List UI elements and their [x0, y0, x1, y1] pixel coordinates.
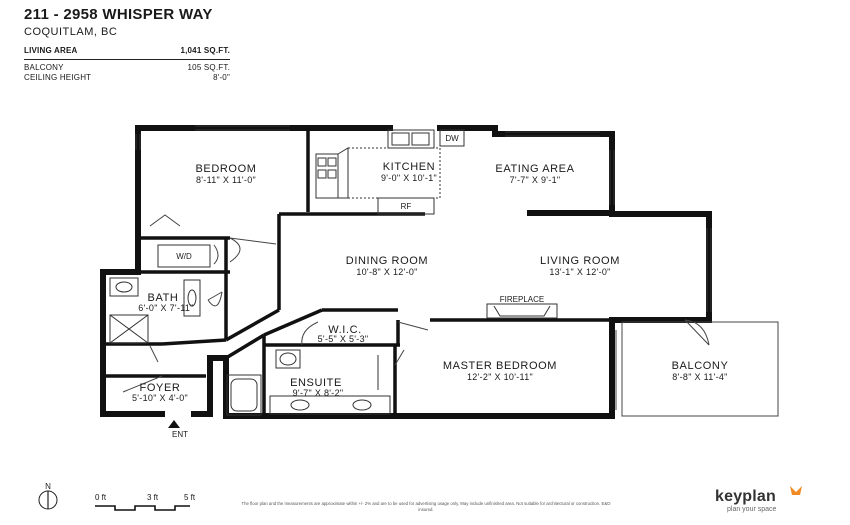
ensuite-name: ENSUITE — [290, 377, 342, 389]
stat-label: CEILING HEIGHT — [24, 73, 92, 82]
bedroom-name: BEDROOM — [195, 163, 256, 175]
wic-name: W.I.C. — [328, 324, 362, 336]
property-city: COQUITLAM, BC — [24, 26, 118, 38]
kitchen-dims: 9'-0" X 10'-1" — [381, 173, 437, 183]
foyer-name: FOYER — [140, 382, 181, 394]
dining-room-name: DINING ROOM — [346, 255, 428, 267]
brand-name: keyplan — [715, 488, 776, 505]
master-bedroom-dims: 12'-2" X 10'-11" — [467, 372, 533, 382]
stat-value: 1,041 SQ.FT. — [180, 46, 230, 55]
stat-value: 8'-0" — [213, 73, 230, 82]
stat-ceiling-height: CEILING HEIGHT 8'-0" — [24, 73, 230, 83]
area-stats: LIVING AREA 1,041 SQ.FT. BALCONY 105 SQ.… — [24, 46, 230, 83]
entry-label: ENT — [172, 430, 188, 439]
eating-area-name: EATING AREA — [495, 163, 574, 175]
stat-balcony: BALCONY 105 SQ.FT. — [24, 63, 230, 73]
stat-label: BALCONY — [24, 63, 64, 72]
brand-tagline: plan your space — [727, 506, 777, 513]
windows — [135, 125, 712, 312]
scale-label-5: 5 ft — [184, 493, 196, 502]
entry-arrow-icon — [168, 420, 180, 428]
door-swings — [122, 214, 710, 393]
dishwasher-label: DW — [445, 134, 459, 143]
stat-value: 105 SQ.FT. — [187, 63, 230, 72]
living-room-dims: 13'-1" X 12'-0" — [549, 267, 610, 277]
balcony-name: BALCONY — [672, 360, 729, 372]
room-labels: BEDROOM 8'-11" X 11'-0" KITCHEN 9'-0" X … — [132, 161, 728, 403]
balcony-outline — [615, 321, 779, 417]
bedroom-dims: 8'-11" X 11'-0" — [196, 175, 256, 185]
property-address: 211 - 2958 WHISPER WAY — [24, 6, 213, 23]
eating-area-dims: 7'-7" X 9'-1" — [510, 175, 561, 185]
compass: N — [38, 482, 58, 510]
wic-dims: 5'-5" X 5'-3" — [318, 334, 369, 344]
kitchen-counters — [315, 129, 465, 215]
scale-bar: 0 ft 3 ft 5 ft — [95, 493, 196, 511]
interior-walls — [103, 128, 614, 416]
entry-marker: ENT — [168, 420, 188, 439]
ensuite-dims: 9'-7" X 8'-2" — [293, 388, 344, 398]
fixture-labels: DW RF W/D FIREPLACE — [176, 134, 544, 304]
scale-label-3: 3 ft — [147, 493, 159, 502]
fireplace-label: FIREPLACE — [500, 295, 544, 304]
bath-dims: 6'-0" X 7'-11" — [138, 303, 193, 313]
dining-room-dims: 10'-8" X 12'-0" — [356, 267, 417, 277]
brand-logo: keyplan — [715, 488, 776, 506]
scale-label-0: 0 ft — [95, 493, 107, 502]
stat-label: LIVING AREA — [24, 46, 78, 55]
fireplace-unit — [486, 303, 558, 319]
master-bedroom-name: MASTER BEDROOM — [443, 360, 557, 372]
bath-fixtures — [109, 244, 391, 416]
compass-north-label: N — [45, 482, 51, 491]
bath-name: BATH — [148, 292, 179, 304]
refrigerator-label: RF — [401, 202, 412, 211]
disclaimer-text: The floor plan and the measurements are … — [241, 501, 611, 512]
stat-living-area: LIVING AREA 1,041 SQ.FT. — [24, 46, 230, 60]
balcony-dims: 8'-8" X 11'-4" — [672, 372, 727, 382]
living-room-name: LIVING ROOM — [540, 255, 620, 267]
kitchen-name: KITCHEN — [383, 161, 435, 173]
foyer-dims: 5'-10" X 4'-0" — [132, 393, 188, 403]
washer-dryer-label: W/D — [176, 252, 192, 261]
